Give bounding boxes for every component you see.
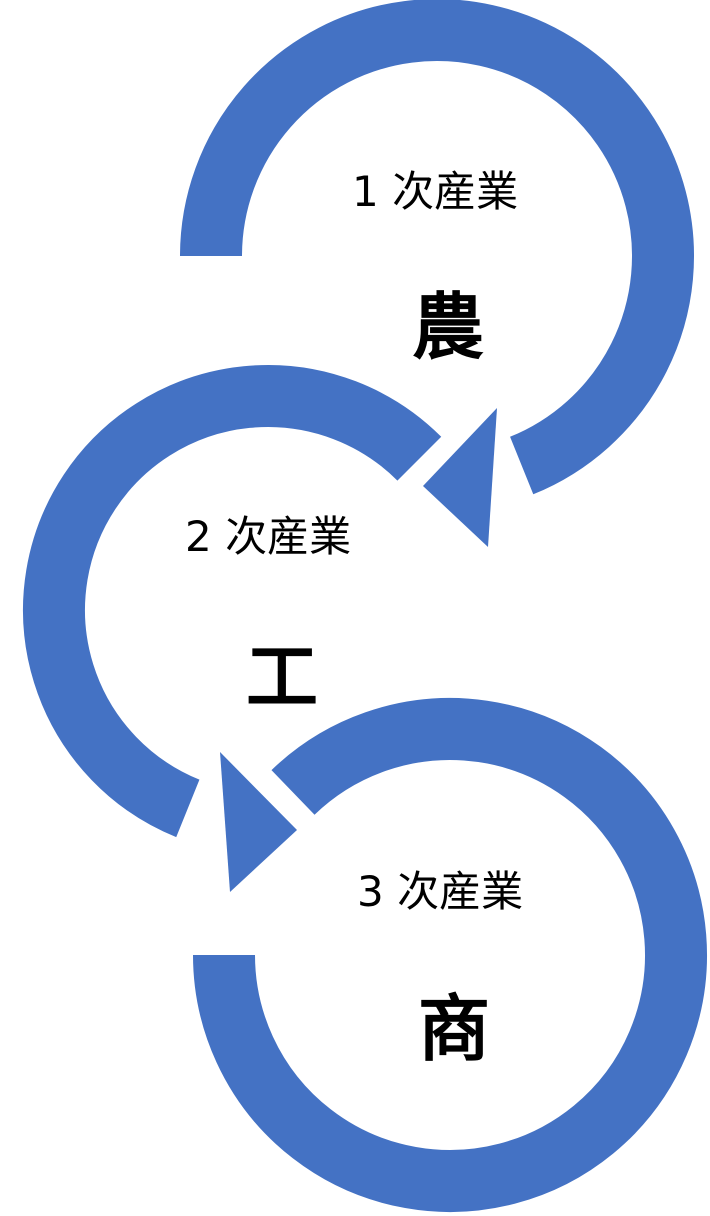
arrowhead-secondary <box>220 752 297 892</box>
stage-2-kanji: 工 <box>246 635 319 719</box>
stage-3-label: 3 次産業 <box>357 867 524 916</box>
stage-1-label: 1 次産業 <box>352 167 519 216</box>
arrowhead-primary <box>423 408 497 547</box>
stage-2-label: 2 次産業 <box>185 512 352 561</box>
stage-3-kanji: 商 <box>418 987 491 1071</box>
arc-arrow-secondary <box>23 365 442 838</box>
stage-1-kanji: 農 <box>412 285 485 369</box>
arc-tertiary <box>193 698 707 1212</box>
arc-arrow-primary <box>180 0 694 495</box>
